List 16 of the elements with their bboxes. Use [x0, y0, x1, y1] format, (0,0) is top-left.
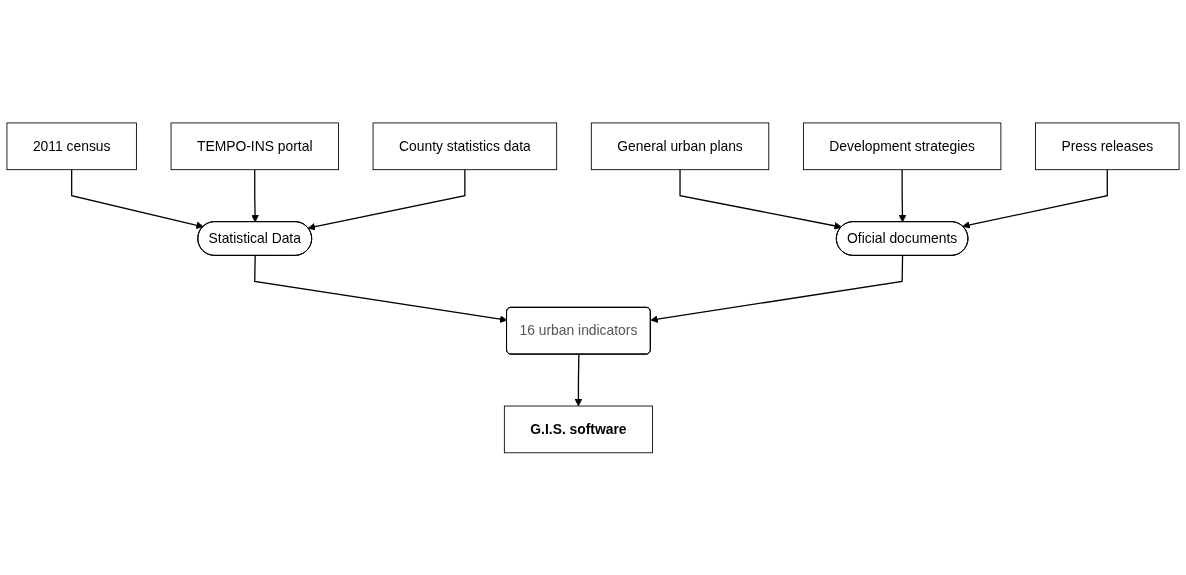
node-box: General urban plans	[590, 122, 770, 170]
arrow	[650, 254, 904, 323]
arrow	[574, 353, 583, 406]
node-box: County statistics data	[372, 122, 558, 170]
arrow	[251, 168, 259, 223]
arrow	[898, 168, 907, 223]
node-box: 2011 census	[6, 122, 137, 170]
node-box: TEMPO-INS portal	[170, 122, 339, 170]
arrow	[307, 168, 466, 231]
arrow	[254, 254, 508, 323]
arrow	[962, 168, 1108, 229]
node-box: G.I.S. software	[503, 405, 653, 453]
node-box: Press releases	[1035, 122, 1180, 170]
node-box: Development strategies	[802, 122, 1002, 170]
arrow	[71, 168, 204, 229]
arrow	[679, 168, 842, 230]
